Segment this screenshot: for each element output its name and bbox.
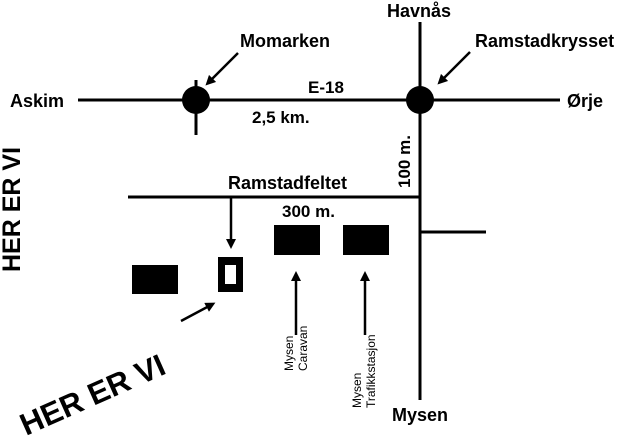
label-distance-horizontal: 300 m. (282, 202, 335, 221)
label-e18: E-18 (308, 78, 344, 97)
label-distance-e18: 2,5 km. (252, 108, 310, 127)
building-mysen-caravan (274, 225, 320, 255)
here-label-diagonal: HER ER VI (15, 347, 171, 440)
building-target-window (225, 265, 236, 284)
junction-ramstadkrysset (406, 86, 434, 114)
arrow-her-er-vi (180, 302, 216, 323)
arrow-ramstadkrysset (437, 51, 471, 85)
label-orje: Ørje (567, 91, 603, 111)
label-askim: Askim (10, 91, 64, 111)
label-momarken: Momarken (240, 31, 330, 51)
label-ramstadkrysset: Ramstadkrysset (475, 31, 614, 51)
label-ramstadfeltet: Ramstadfeltet (228, 173, 347, 193)
label-mysen-caravan-line1: Mysen (282, 336, 296, 371)
label-distance-vertical: 100 m. (395, 135, 414, 188)
label-mysen-caravan-line2: Caravan (296, 326, 310, 371)
label-mysen-trafikkstasjon-line1: Mysen (350, 373, 364, 408)
here-label-vertical: HER ER VI (0, 147, 26, 272)
label-mysen: Mysen (392, 405, 448, 425)
label-mysen-trafikkstasjon-line2: Trafikkstasjon (364, 334, 378, 408)
building-left (132, 265, 178, 294)
junction-momarken (182, 86, 210, 114)
building-mysen-trafikkstasjon (343, 225, 389, 255)
label-havnas: Havnås (387, 1, 451, 21)
arrow-momarken (205, 52, 239, 86)
